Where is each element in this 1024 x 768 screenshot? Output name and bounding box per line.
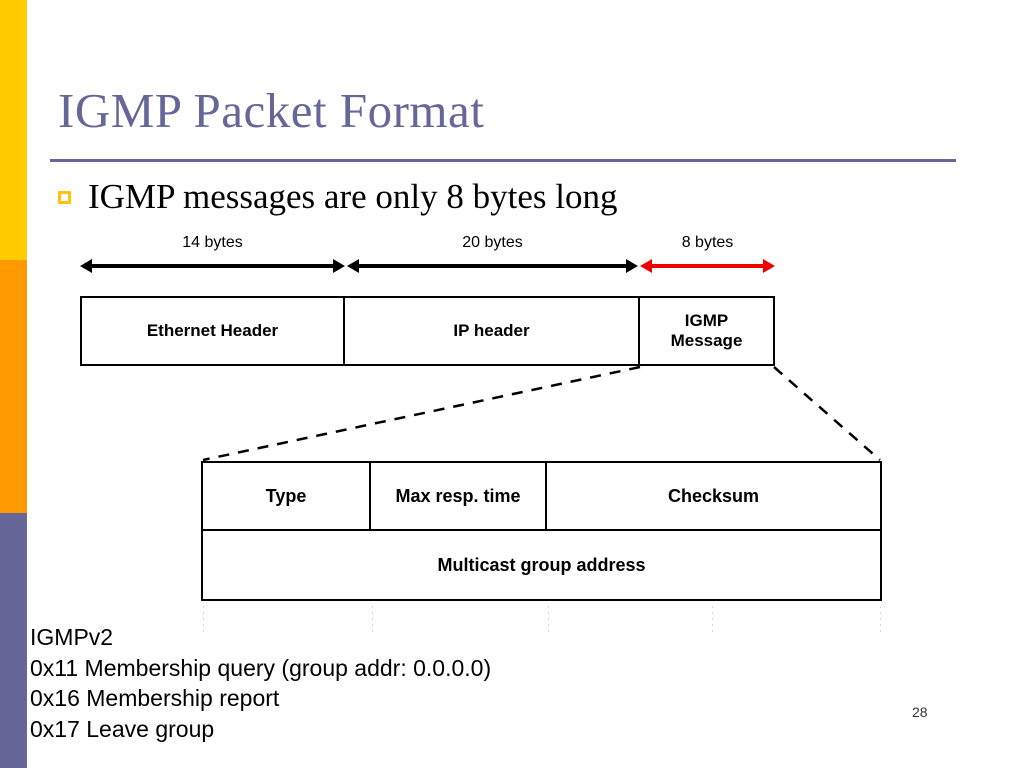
sidebar-band-purple [0,513,27,768]
notes-heading: IGMPv2 [30,624,114,650]
table-row: Type Max resp. time Checksum [203,463,880,531]
arrowhead-right-icon [333,259,345,273]
sidebar-band-yellow [0,0,27,260]
igmp-field-multicast-group-address: Multicast group address [437,554,646,575]
slide-number: 28 [912,704,928,720]
table-row: Multicast group address [203,531,880,599]
arrow-shaft [651,264,764,268]
notes-line-leave-group: 0x17 Leave group [30,715,215,742]
arrowhead-right-icon [763,259,775,273]
guide-tick [712,606,713,632]
arrowhead-left-icon [80,259,92,273]
igmp-message-table: Type Max resp. time Checksum Multicast g… [201,461,882,601]
title-divider [50,159,956,162]
igmp-field-max-resp-time: Max resp. time [371,463,547,529]
packet-field-ip-header: IP header [345,298,640,364]
page-title: IGMP Packet Format [58,83,485,138]
arrowhead-left-icon [347,259,359,273]
bullet-item-label: IGMP messages are only 8 bytes long [88,177,618,216]
igmp-message-line1: IGMP [684,310,729,330]
span-arrow-20-bytes [347,259,638,273]
sidebar-band-orange [0,260,27,513]
guide-tick [203,606,204,632]
span-arrow-8-bytes [640,259,775,273]
span-label-14-bytes: 14 bytes [182,234,243,251]
packet-field-igmp-message: IGMP Message [640,298,773,364]
notes-line-membership-report: 0x16 Membership report [30,685,280,712]
guide-tick [372,606,373,632]
packet-field-ethernet-header: Ethernet Header [82,298,345,364]
connector-line-left [202,365,641,462]
arrow-shaft [91,264,334,268]
guide-tick [548,606,549,632]
connector-line-right [773,366,881,461]
span-label-20-bytes: 20 bytes [462,234,523,251]
igmp-message-line2: Message [670,331,743,350]
notes-line-membership-query: 0x11 Membership query (group addr: 0.0.0… [30,654,492,681]
arrow-shaft [358,264,627,268]
guide-tick [880,606,881,632]
span-arrow-14-bytes [80,259,345,273]
arrowhead-left-icon [640,259,652,273]
arrowhead-right-icon [626,259,638,273]
packet-structure-bar: Ethernet Header IP header IGMP Message [80,296,775,366]
igmp-field-type: Type [203,463,371,529]
notes-block: IGMPv2 0x11 Membership query (group addr… [30,622,491,744]
span-label-8-bytes: 8 bytes [681,234,734,251]
bullet-list-item: IGMP messages are only 8 bytes long [58,177,618,217]
igmp-field-checksum: Checksum [667,485,760,506]
square-bullet-icon [58,190,71,204]
